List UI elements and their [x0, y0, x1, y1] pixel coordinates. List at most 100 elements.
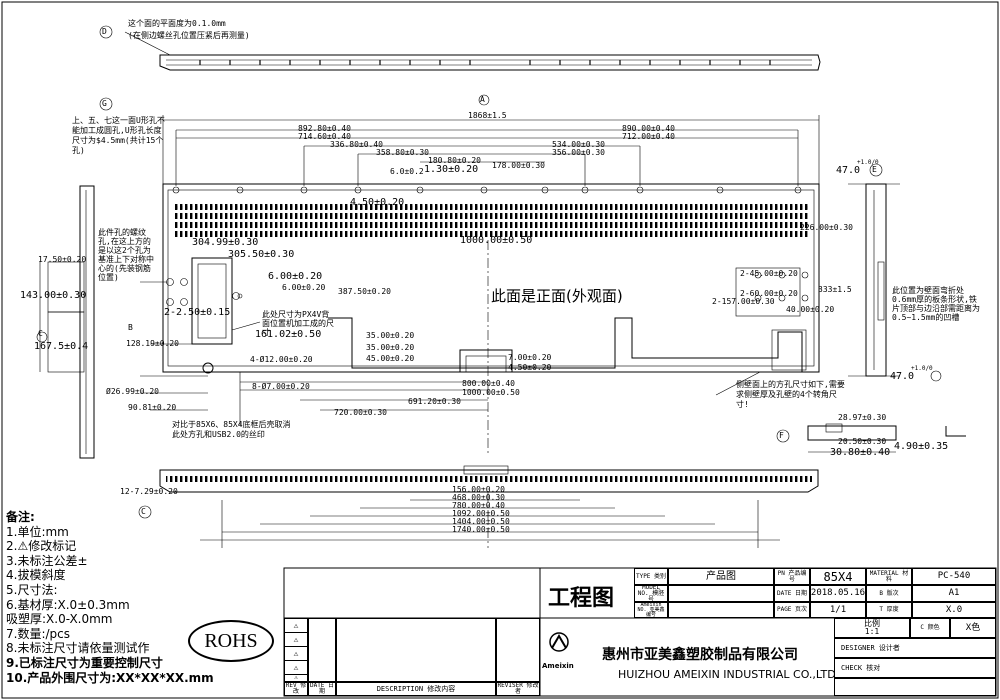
dim-1000: 1000.00±0.50 — [460, 235, 533, 246]
dim-226: 226.00±0.30 — [800, 223, 853, 232]
model-value — [668, 585, 774, 602]
dim-333: 333±1.5 — [818, 285, 852, 294]
bottom-dim-3: 1092.00±0.50 — [452, 509, 510, 518]
label-c-side: C — [38, 329, 43, 338]
dim-35b: 35.00±0.20 — [366, 343, 415, 352]
title-block-grid: TYPE 类别 产品图 PN 产品编号 85X4 MATERIAL 材料 PC-… — [634, 568, 996, 618]
designer-label: DESIGNER 设计者 — [834, 638, 996, 658]
dim-304: 304.99±0.30 — [192, 237, 259, 248]
dim-305: 305.50±0.30 — [228, 249, 295, 260]
c-value: X色 — [950, 618, 996, 638]
left-side-view — [36, 97, 113, 459]
note-item: 9.已标注尺寸为重要控制尺寸 — [6, 655, 163, 670]
dim-800: 800.00±0.40 — [462, 379, 515, 388]
reviser-header: REVISER 修改者 — [496, 682, 540, 696]
dim-1000b: 1000.00±0.50 — [462, 388, 520, 397]
pn-label: PN 产品编号 — [774, 568, 810, 585]
left-note: 此件孔的螺纹孔,在这上方的是以这2个孔为基准上下对称中心的(先装钢筋位置) — [98, 228, 154, 282]
dim-2-157: 2-157.00±0.30 — [712, 297, 775, 306]
dim-691: 691.20±0.30 — [408, 397, 461, 406]
bottom-note: 对比于85X6、85X4底框后壳取消此处方孔和USB2.0的丝印 — [172, 420, 291, 439]
dim-2-60: 2-60.00±0.20 — [740, 289, 798, 298]
label-e: E — [872, 165, 877, 174]
dim-90: 90.81±0.20 — [128, 403, 177, 412]
note-item: 10.产品外围尺寸为:XX*XX*XX.mm — [6, 670, 214, 685]
note-item: 6.基材厚:X.0±0.3mm — [6, 597, 130, 612]
dim-12-7: 12-7.29±0.20 — [120, 487, 178, 496]
label-f: F — [779, 431, 784, 440]
dim-161: 161.02±0.50 — [255, 329, 322, 340]
bottom-dim-4: 1404.00±0.50 — [452, 517, 510, 526]
description-header: DESCRIPTION 修改内容 — [336, 682, 496, 696]
right-side-view — [848, 163, 942, 382]
dim-336: 336.80±0.40 — [330, 140, 383, 149]
page-value: 1/1 — [810, 602, 866, 618]
check-label: CHECK 核对 — [834, 658, 996, 678]
detail-dim-30: 30.80±0.40 — [830, 447, 891, 458]
logo-text: Ameixin — [542, 662, 574, 670]
flatness-subnote: (在侧边螺丝孔位置压紧后再测量) — [128, 31, 250, 40]
bottom-view — [138, 465, 819, 548]
detail-dim-28: 28.97±0.30 — [838, 413, 887, 422]
material-label: MATERIAL 材料 — [866, 568, 912, 585]
company-logo-icon — [544, 630, 574, 660]
dim-overall: 1868±1.5 — [468, 111, 507, 120]
note-item: 4.拔模斜度 — [6, 568, 66, 583]
date-header: DATE 日期 — [308, 682, 336, 696]
dim-6: 6.0±0.2 — [390, 167, 424, 176]
dim-1-3: 1.30±0.20 — [424, 164, 479, 175]
rev-mark: ⚠ — [284, 632, 308, 647]
notes-title: 备注: — [6, 510, 35, 524]
dim-2-5: 2-2.50±0.15 — [164, 307, 231, 318]
detail-f — [776, 423, 966, 453]
flatness-note: 这个面的平面度为0.1.0mm — [128, 19, 226, 28]
dim-17: 17.50±0.20 — [38, 255, 87, 264]
note-item: 吸塑厚:X.0-X.0mm — [6, 612, 113, 627]
rev-desc-column — [336, 618, 496, 682]
label-g: G — [102, 99, 107, 108]
side-note: 此位置为壁面弯折处0.6mm厚的板条形状,铁片顶部与边沿部需距离为0.5~1.5… — [892, 286, 980, 322]
dim-720: 720.00±0.30 — [334, 408, 387, 417]
dim-892: 892.80±0.40 — [298, 124, 351, 133]
dim-128: 128.19±0.20 — [126, 339, 179, 348]
company-name-en: HUIZHOU AMEIXIN INDUSTRIAL CO.,LTD — [618, 668, 836, 681]
scale-cell: 比例 1:1 — [834, 618, 910, 638]
dim-6-b: 6.00±0.20 — [268, 271, 323, 282]
scale-label: 比例 — [864, 619, 880, 628]
label-d: D — [102, 27, 107, 36]
t-value: X.0 — [912, 602, 996, 618]
bottom-dim-5: 1740.00±0.50 — [452, 525, 510, 534]
dim-387: 387.50±0.20 — [338, 287, 391, 296]
note-item: 1.单位:mm — [6, 524, 69, 539]
pn-value: 85X4 — [810, 568, 866, 585]
t-label: T 厚度 — [866, 602, 912, 618]
dim-712: 712.00±0.40 — [622, 132, 675, 141]
label-b: B — [128, 323, 133, 332]
ameixin-label: Ameixin NO. 亚美鑫编号 — [634, 602, 668, 618]
dim-167: 167.5±0.4 — [34, 341, 89, 352]
rev-header: REV 修改 — [284, 682, 308, 696]
rev-mark: ⚠ — [284, 646, 308, 661]
sidewall-note: 侧壁面上的方孔尺寸如下,需要求侧壁厚及孔壁的4个转角尺寸! — [736, 380, 845, 409]
top-view — [99, 25, 821, 71]
material-value: PC-540 — [912, 568, 996, 585]
note-item: 2.⚠修改标记 — [6, 539, 77, 554]
rev-mark: ⚠ — [284, 618, 308, 633]
drawing-type: 工程图 — [548, 586, 615, 611]
dim-2-45: 2-45.00±0.20 — [740, 269, 798, 278]
type-label: TYPE 类别 — [634, 568, 668, 585]
bottom-dim-1: 468.00±0.30 — [452, 493, 505, 502]
side-tol-top: +1.0/0 — [857, 159, 879, 166]
front-face-label: 此面是正面(外观面) — [491, 287, 623, 305]
side-tol-bot: +1.0/0 — [911, 365, 933, 372]
rev-reviser-column — [496, 618, 540, 682]
label-a: A — [480, 95, 485, 104]
dim-40: 40.00±0.20 — [786, 305, 835, 314]
side-dim-top: 47.0 — [836, 165, 861, 176]
dim-534: 534.00±0.30 — [552, 140, 605, 149]
page-label: PAGE 页次 — [774, 602, 810, 618]
date-value: 2018.05.16 — [810, 585, 866, 602]
dim-4-5b: 4.50±0.20 — [508, 363, 552, 372]
dim-4-5: 4.50±0.20 — [350, 197, 405, 208]
